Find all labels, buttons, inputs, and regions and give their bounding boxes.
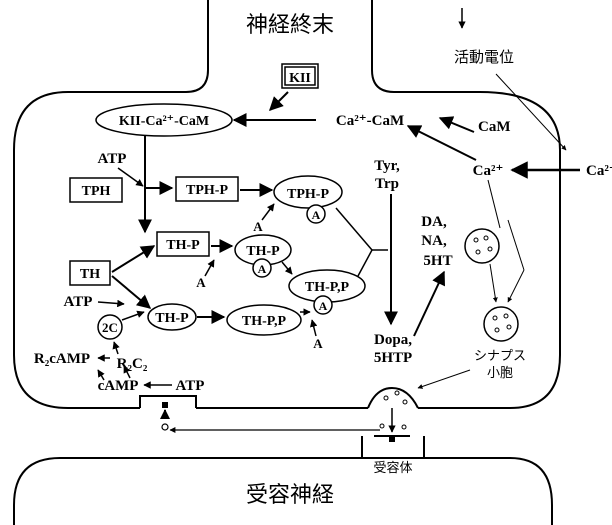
th-p-p-a-label: TH-P,P [305, 280, 350, 295]
a-small-1-arrow [262, 204, 274, 220]
vesicle-1 [465, 229, 499, 263]
th-p-ellipse-label: TH-P [155, 311, 189, 326]
action-potential-line [496, 74, 566, 150]
vesicle-to-membrane-arrow [418, 370, 470, 388]
ht-label: 5HT [423, 253, 452, 269]
autoreceptor-block [162, 402, 168, 408]
trp-label: Trp [375, 176, 399, 192]
tph-p-label: TPH-P [186, 183, 228, 198]
pkc-2c-label: 2C [102, 320, 118, 335]
a-circle-thpp-label: A [319, 299, 328, 313]
da-label: DA, [421, 214, 447, 230]
kii-arrow [270, 92, 288, 110]
postsynaptic-title: 受容神経 [246, 483, 334, 508]
atp-bottom-label: ATP [176, 378, 205, 394]
a-small-1: A [253, 219, 263, 234]
tha-to-thpp-arrow [282, 262, 292, 274]
receptor-label: 受容体 [373, 460, 412, 476]
a-circle-tph-label: A [312, 208, 321, 222]
dopa-label: Dopa, [374, 332, 412, 348]
kii-ca-cam-label: KII-Ca²⁺-CaM [119, 114, 209, 129]
released-transmitter [380, 424, 384, 428]
th-to-merge [358, 250, 372, 276]
htp-label: 5HTP [374, 350, 412, 366]
a-small-3-arrow [312, 320, 316, 336]
th-to-thp-arrow [112, 246, 154, 272]
tph-p-a-label: TPH-P [287, 187, 329, 202]
fusing-vesicle [368, 388, 418, 408]
tph-to-merge [336, 208, 372, 250]
synaptic-vesicle-label-1: シナプス [474, 349, 526, 364]
ca-vesicle-line [488, 180, 500, 228]
r2c2-label: R₂C₂ [117, 356, 148, 372]
a-small-2: A [196, 275, 206, 290]
vesicle-dot [403, 400, 407, 404]
ca-outside: Ca²⁺ [586, 163, 612, 179]
na-label: NA, [421, 233, 447, 249]
released-transmitter [402, 425, 406, 429]
dopa-to-amines-arrow [414, 272, 444, 336]
action-potential-label: 活動電位 [454, 48, 514, 66]
th-label: TH [80, 267, 100, 282]
th-p-p-label: TH-P,P [242, 314, 287, 329]
pkc-arrow [122, 312, 144, 320]
autoreceptor-ligand [162, 424, 168, 430]
r2camp-label: R₂cAMP [34, 351, 90, 367]
camp-label: cAMP [98, 378, 139, 394]
atp-mid-label: ATP [64, 294, 93, 310]
vesicle-dot [384, 396, 388, 400]
vesicle-2 [484, 307, 518, 341]
cam-label: CaM [478, 119, 511, 135]
ca-inside: Ca²⁺ [473, 163, 504, 179]
tph-label: TPH [82, 184, 111, 199]
th-p-box-label: TH-P [166, 238, 200, 253]
a-small-2-arrow [205, 260, 214, 276]
atp-top-label: ATP [98, 151, 127, 167]
th-p-a-label: TH-P [246, 244, 280, 259]
ca-to-vesicle-arrow [508, 270, 524, 302]
a-circle-th-label: A [258, 262, 267, 276]
vesicle-to-vesicle-arrow [490, 264, 496, 302]
nerve-terminal-title: 神経終末 [246, 13, 334, 38]
receptor-block [389, 436, 395, 442]
r2c2-to-2c-arrow [114, 342, 118, 354]
ca-to-vesicle-curve [508, 220, 524, 270]
cam-arrow [440, 118, 474, 132]
ca-cam-label: Ca²⁺-CaM [336, 113, 404, 129]
atp-mid-arrow [98, 302, 124, 304]
nerve-terminal-membrane [14, 0, 208, 408]
synaptic-vesicle-label-2: 小胞 [487, 366, 513, 381]
vesicle-dot [395, 391, 399, 395]
ca-to-cacam-arrow [408, 126, 476, 160]
tyr-label: Tyr, [374, 158, 400, 174]
a-small-3: A [313, 336, 323, 351]
kii-label: KII [289, 71, 311, 86]
